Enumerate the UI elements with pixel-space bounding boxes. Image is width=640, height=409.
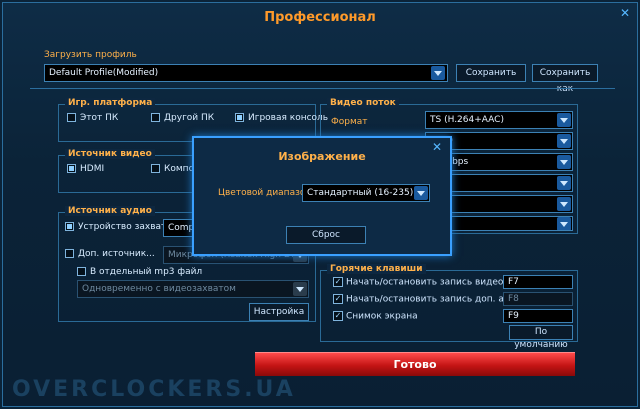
checkbox-icon — [77, 267, 86, 276]
platform-other-pc[interactable]: Другой ПК — [151, 113, 214, 123]
checkbox-icon — [151, 164, 160, 173]
format-select[interactable]: TS (H.264+AAC) — [425, 111, 573, 129]
capture-device-option[interactable]: Устройство захвата — [65, 222, 172, 232]
platform-this-pc[interactable]: Этот ПК — [67, 113, 118, 123]
video-source-title: Источник видео — [65, 149, 155, 159]
chevron-down-icon — [557, 134, 571, 148]
save-as-button[interactable]: Сохранить как — [532, 64, 598, 94]
close-icon[interactable]: ✕ — [431, 140, 442, 154]
chevron-down-icon — [557, 176, 571, 190]
source-component-label: Компо — [164, 164, 195, 174]
color-range-label: Цветовой диапазон — [218, 188, 312, 198]
chevron-down-icon — [431, 66, 445, 80]
color-range-select[interactable]: Стандартный (16-235) — [302, 184, 430, 202]
mp3-option[interactable]: В отдельный mp3 файл — [77, 267, 202, 277]
checkbox-icon — [65, 249, 74, 258]
platform-group: Игр. платформа Этот ПК Другой ПК Игровая… — [58, 98, 328, 142]
extra-source-option[interactable]: Доп. источник... — [65, 249, 155, 259]
chevron-down-icon — [557, 113, 571, 127]
hotkeys-group: Горячие клавиши ✓Начать/остановить запис… — [320, 264, 578, 350]
image-modal: ✕ Изображение Цветовой диапазон Стандарт… — [192, 136, 452, 256]
save-button[interactable]: Сохранить — [456, 64, 526, 82]
format-label: Формат — [331, 117, 368, 127]
checkbox-checked-icon — [65, 222, 74, 231]
chevron-down-icon — [557, 155, 571, 169]
source-hdmi-label: HDMI — [80, 164, 105, 174]
checkmark-icon: ✓ — [333, 311, 343, 321]
platform-title: Игр. платформа — [65, 98, 156, 108]
platform-option-label: Игровая консоль — [248, 113, 329, 123]
profile-label: Загрузить профиль — [44, 50, 137, 60]
format-value: TS (H.264+AAC) — [430, 115, 504, 125]
checkbox-icon — [151, 113, 160, 122]
reset-button[interactable]: Сброс — [286, 226, 366, 244]
hotkeys-title: Горячие клавиши — [327, 264, 426, 274]
hotkey-field[interactable]: F9 — [503, 309, 573, 323]
capture-device-label: Устройство захвата — [78, 222, 172, 232]
video-source-group: Источник видео HDMI Компо — [58, 149, 316, 193]
source-hdmi[interactable]: HDMI — [67, 164, 104, 174]
settings-button[interactable]: Настройка — [249, 303, 309, 321]
chevron-down-icon — [293, 282, 307, 296]
profile-value: Default Profile(Modified) — [49, 68, 159, 78]
extra-source-label: Доп. источник... — [78, 249, 155, 259]
default-hotkeys-button[interactable]: По умолчанию — [509, 325, 573, 350]
platform-option-label: Другой ПК — [164, 113, 215, 123]
hotkey-row[interactable]: ✓Начать/остановить запись доп. аудио — [333, 294, 527, 305]
watermark: OVERCLOCKERS.UA — [12, 377, 296, 402]
hotkey-row[interactable]: ✓Начать/остановить запись видео — [333, 277, 503, 288]
chevron-down-icon — [414, 186, 428, 200]
stream-option-select[interactable] — [425, 195, 573, 213]
checkbox-checked-icon — [67, 164, 76, 173]
audio-source-title: Источник аудио — [65, 206, 155, 216]
divider — [30, 88, 615, 89]
close-icon[interactable]: ✕ — [620, 6, 631, 20]
hotkey-row[interactable]: ✓Снимок экрана — [333, 311, 418, 322]
hotkey-field[interactable]: F7 — [503, 275, 573, 289]
checkbox-checked-icon — [235, 113, 244, 122]
chevron-down-icon — [557, 197, 571, 211]
window-title: Профессионал — [264, 10, 376, 25]
done-button[interactable]: Готово — [255, 352, 575, 376]
stream-option2-select[interactable] — [425, 216, 573, 231]
checkbox-icon — [67, 113, 76, 122]
color-range-value: Стандартный (16-235) — [307, 188, 414, 198]
profile-select[interactable]: Default Profile(Modified) — [44, 64, 448, 82]
hotkey-label: Снимок экрана — [346, 311, 418, 322]
video-stream-title: Видео поток — [327, 98, 399, 108]
hotkey-label: Начать/остановить запись доп. аудио — [346, 294, 527, 305]
checkmark-icon: ✓ — [333, 277, 343, 287]
platform-console[interactable]: Игровая консоль — [235, 113, 328, 123]
hotkey-label: Начать/остановить запись видео — [346, 277, 504, 288]
mode-select[interactable]: Одновременно с видеозахватом — [77, 280, 309, 298]
hotkey-field[interactable]: F8 — [503, 292, 573, 306]
mode-value: Одновременно с видеозахватом — [82, 284, 236, 294]
modal-title: Изображение — [278, 150, 366, 163]
chevron-down-icon — [557, 217, 571, 230]
platform-option-label: Этот ПК — [80, 113, 119, 123]
mp3-label: В отдельный mp3 файл — [90, 267, 203, 277]
source-component[interactable]: Компо — [151, 164, 194, 174]
checkmark-icon: ✓ — [333, 294, 343, 304]
